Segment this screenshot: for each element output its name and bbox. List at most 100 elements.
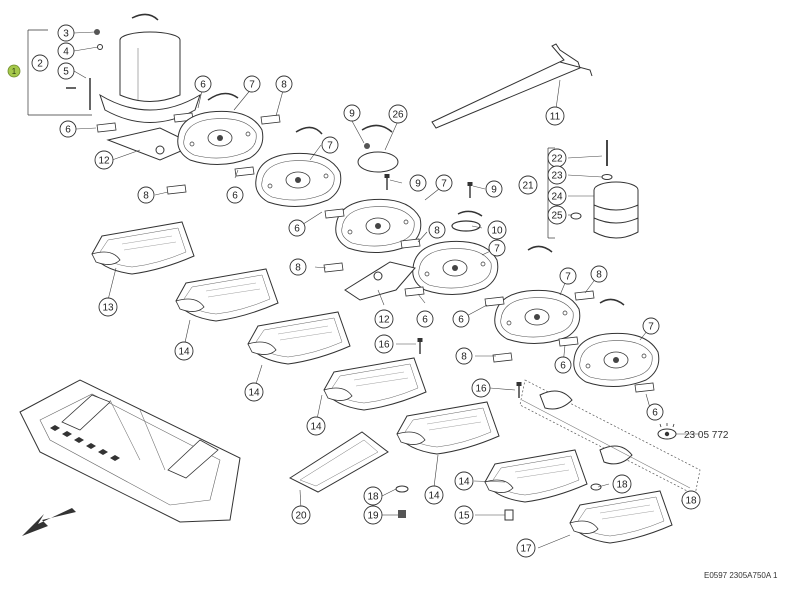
callout-circle	[306, 416, 326, 436]
callout-number: 7	[249, 80, 255, 91]
callout-number: 12	[378, 315, 390, 326]
callout-c15: 15	[454, 505, 474, 525]
callout-number: 10	[491, 226, 503, 237]
callout-circle	[485, 180, 503, 198]
callout-c12b: 12	[374, 309, 394, 329]
callout-circle	[681, 490, 701, 510]
callout-c7a: 7	[243, 75, 261, 93]
callout-number: 14	[458, 477, 470, 488]
callout-number: 6	[232, 191, 238, 202]
callout-c9a: 9	[343, 104, 361, 122]
small-parts-top	[66, 29, 281, 195]
callout-c14b: 14	[244, 382, 264, 402]
callout-number: 14	[428, 491, 440, 502]
cutting-discs	[177, 92, 660, 388]
callout-circle	[194, 75, 212, 93]
callout-c16b: 16	[471, 378, 491, 398]
callout-c8e: 8	[590, 265, 608, 283]
callout-number: 16	[475, 384, 487, 395]
gearbox-housing	[99, 13, 201, 123]
callout-c6h: 6	[646, 403, 664, 421]
callout-circle	[488, 239, 506, 257]
callout-number: 7	[327, 141, 333, 152]
callout-c21: 21	[518, 175, 538, 195]
callout-circle	[94, 150, 114, 170]
callout-number: 6	[560, 361, 566, 372]
callout-circle	[374, 334, 394, 354]
callout-number: 4	[63, 47, 69, 58]
callout-circle	[471, 378, 491, 398]
callout-c16a: 16	[374, 334, 394, 354]
callout-c12a: 12	[94, 150, 114, 170]
callout-c8c: 8	[428, 221, 446, 239]
callout-circle	[559, 267, 577, 285]
callout-circle	[454, 471, 474, 491]
callout-c8a: 8	[137, 186, 155, 204]
callout-number: 7	[648, 322, 654, 333]
callout-c14e: 14	[454, 471, 474, 491]
callout-number: 6	[65, 125, 71, 136]
callout-circle	[452, 310, 470, 328]
drawing-code: E0597 2305A750A 1	[704, 571, 778, 580]
callout-number: 15	[458, 511, 470, 522]
callout-circle	[516, 538, 536, 558]
callout-circle	[435, 174, 453, 192]
callout-c4: 4	[57, 42, 75, 60]
callout-c7b: 7	[321, 136, 339, 154]
callout-c13: 13	[98, 297, 118, 317]
group-marker-number: 1	[12, 67, 17, 76]
callout-c6c: 6	[226, 186, 244, 204]
callout-circle	[59, 120, 77, 138]
callout-c6e: 6	[416, 310, 434, 328]
callout-number: 6	[458, 315, 464, 326]
callout-circle	[275, 75, 293, 93]
callout-c7f: 7	[642, 317, 660, 335]
callout-number: 7	[441, 179, 447, 190]
callout-circle	[57, 42, 75, 60]
callout-c7d: 7	[488, 239, 506, 257]
callout-circle	[57, 24, 75, 42]
callout-c11: 11	[545, 106, 565, 126]
callout-number: 7	[565, 272, 571, 283]
callout-c8d: 8	[289, 258, 307, 276]
guard-20	[288, 431, 389, 493]
callout-circle	[244, 382, 264, 402]
cap-26	[357, 124, 399, 173]
drive-plate-12b	[344, 261, 416, 301]
callout-circle	[137, 186, 155, 204]
callout-circle	[226, 186, 244, 204]
callout-number: 24	[551, 192, 563, 203]
callout-number: 6	[294, 224, 300, 235]
callout-number: 8	[281, 80, 287, 91]
callout-c14c: 14	[306, 416, 326, 436]
callout-c3: 3	[57, 24, 75, 42]
callout-c24: 24	[547, 186, 567, 206]
assembly-21-set	[547, 140, 639, 239]
callout-circle	[642, 317, 660, 335]
callout-number: 6	[422, 315, 428, 326]
callout-circle	[547, 165, 567, 185]
callout-circle	[612, 474, 632, 494]
group-bracket: 1	[7, 29, 92, 116]
callout-c17: 17	[516, 538, 536, 558]
callout-c6d: 6	[288, 219, 306, 237]
callout-number: 14	[248, 388, 260, 399]
callout-number: 18	[685, 496, 697, 507]
callout-c14d: 14	[424, 485, 444, 505]
callout-number: 14	[310, 422, 322, 433]
callout-c6a: 6	[59, 120, 77, 138]
callout-number: 6	[200, 80, 206, 91]
callout-circle	[321, 136, 339, 154]
callout-circle	[518, 175, 538, 195]
callout-number: 9	[491, 185, 497, 196]
callout-c18c: 18	[681, 490, 701, 510]
callout-c2: 2	[31, 54, 49, 72]
callout-circle	[416, 310, 434, 328]
callout-number: 18	[616, 480, 628, 491]
callout-c14a: 14	[174, 341, 194, 361]
leader-lines	[73, 31, 700, 549]
callout-number: 5	[63, 67, 69, 78]
callout-c26: 26	[388, 104, 408, 124]
callout-circle	[388, 104, 408, 124]
